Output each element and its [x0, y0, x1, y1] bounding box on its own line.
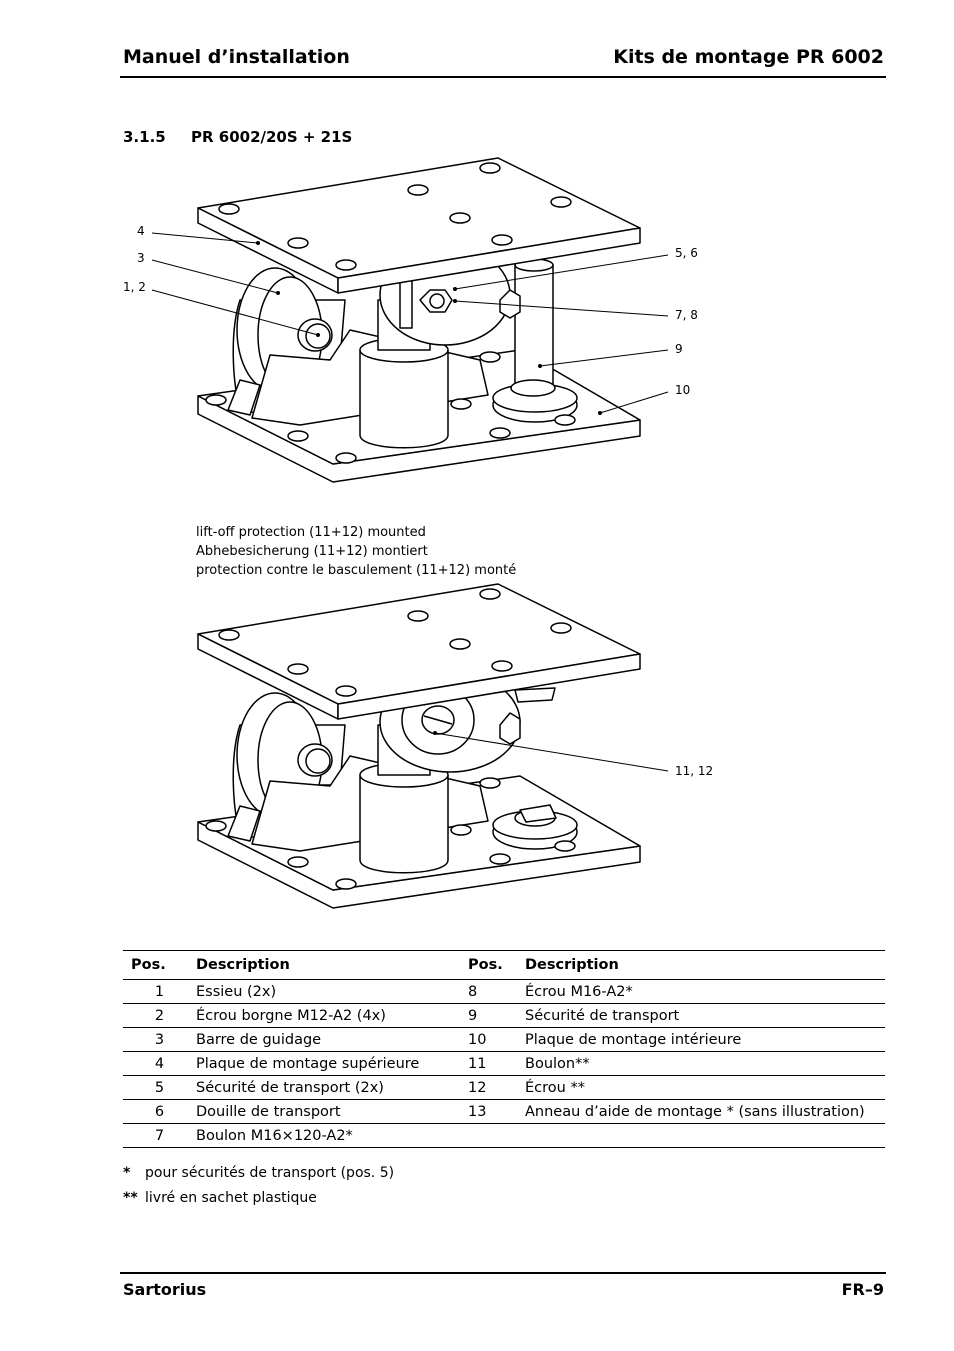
figure-1-transport-securing: [197, 157, 641, 483]
cell-pos: 4: [123, 1051, 196, 1076]
header-title-left: Manuel d’installation: [123, 46, 350, 68]
cell-pos-2: 8: [468, 979, 525, 1004]
cell-description-2: Boulon**: [525, 1051, 885, 1076]
footnote-mark: *: [123, 1165, 131, 1181]
table-row: 3 Barre de guidage 10 Plaque de montage …: [123, 1027, 885, 1052]
table-row: 1 Essieu (2x) 8 Écrou M16-A2*: [123, 979, 885, 1004]
header-description-2: Description: [525, 950, 885, 980]
caption-line-en: lift-off protection (11+12) mounted: [196, 525, 426, 540]
cell-description: Plaque de montage supérieure: [196, 1051, 468, 1076]
cell-description-2: Écrou M16-A2*: [525, 979, 885, 1004]
cell-pos-2: [468, 1123, 525, 1148]
cell-description: Écrou borgne M12-A2 (4x): [196, 1003, 468, 1028]
cell-description: Douille de transport: [196, 1099, 468, 1124]
cell-pos-2: 10: [468, 1027, 525, 1052]
cell-description: Barre de guidage: [196, 1027, 468, 1052]
page-number: FR–9: [841, 1280, 884, 1299]
section-title: PR 6002/20S + 21S: [191, 128, 353, 146]
cell-pos: 3: [123, 1027, 196, 1052]
cell-description-2: [525, 1123, 885, 1148]
table-header-row: Pos. Description Pos. Description: [123, 950, 885, 980]
callout-3: 3: [137, 251, 145, 265]
footnote: * pour sécurités de transport (pos. 5): [123, 1165, 394, 1181]
section-number: 3.1.5: [123, 128, 166, 146]
footnote-text: livré en sachet plastique: [145, 1190, 317, 1206]
header-rule: [120, 76, 886, 78]
cell-pos-2: 12: [468, 1075, 525, 1100]
header-description: Description: [196, 950, 468, 980]
cell-description: Sécurité de transport (2x): [196, 1075, 468, 1100]
table-row: 6 Douille de transport 13 Anneau d’aide …: [123, 1099, 885, 1124]
callout-11-12: 11, 12: [675, 764, 714, 778]
mounting-kit-drawings: [151, 157, 669, 909]
cell-description-2: Plaque de montage intérieure: [525, 1027, 885, 1052]
cell-pos: 5: [123, 1075, 196, 1100]
footnote-mark: **: [123, 1190, 138, 1206]
cell-description-2: Écrou **: [525, 1075, 885, 1100]
caption-line-de: Abhebesicherung (11+12) montiert: [196, 544, 428, 559]
cell-description: Boulon M16×120-A2*: [196, 1123, 468, 1148]
callout-9: 9: [675, 342, 683, 356]
callout-7-8: 7, 8: [675, 308, 698, 322]
table-row: 4 Plaque de montage supérieure 11 Boulon…: [123, 1051, 885, 1076]
parts-table: Pos. Description Pos. Description 1 Essi…: [123, 950, 885, 1148]
cell-pos-2: 11: [468, 1051, 525, 1076]
header-title-right: Kits de montage PR 6002: [613, 46, 884, 68]
callout-1-2: 1, 2: [123, 280, 146, 294]
table-row: 7 Boulon M16×120-A2*: [123, 1123, 885, 1148]
header-pos-2: Pos.: [468, 950, 525, 980]
cell-pos: 7: [123, 1123, 196, 1148]
footer-rule: [120, 1272, 886, 1274]
cell-description-2: Anneau d’aide de montage * (sans illustr…: [525, 1099, 885, 1124]
footnote-text: pour sécurités de transport (pos. 5): [145, 1165, 395, 1181]
cell-pos-2: 9: [468, 1003, 525, 1028]
cell-description-2: Sécurité de transport: [525, 1003, 885, 1028]
cell-pos: 6: [123, 1099, 196, 1124]
footer-brand: Sartorius: [123, 1280, 207, 1299]
cell-pos: 1: [123, 979, 196, 1004]
callout-10: 10: [675, 383, 691, 397]
cell-pos-2: 13: [468, 1099, 525, 1124]
header-pos: Pos.: [123, 950, 196, 980]
table-row: 2 Écrou borgne M12-A2 (4x) 9 Sécurité de…: [123, 1003, 885, 1028]
cell-pos: 2: [123, 1003, 196, 1028]
callout-5-6: 5, 6: [675, 246, 698, 260]
figure-2-lift-off-protection: [197, 583, 641, 909]
footnote: ** livré en sachet plastique: [123, 1190, 317, 1206]
caption-line-fr: protection contre le basculement (11+12)…: [196, 563, 517, 578]
callout-4: 4: [137, 224, 145, 238]
table-row: 5 Sécurité de transport (2x) 12 Écrou **: [123, 1075, 885, 1100]
cell-description: Essieu (2x): [196, 979, 468, 1004]
